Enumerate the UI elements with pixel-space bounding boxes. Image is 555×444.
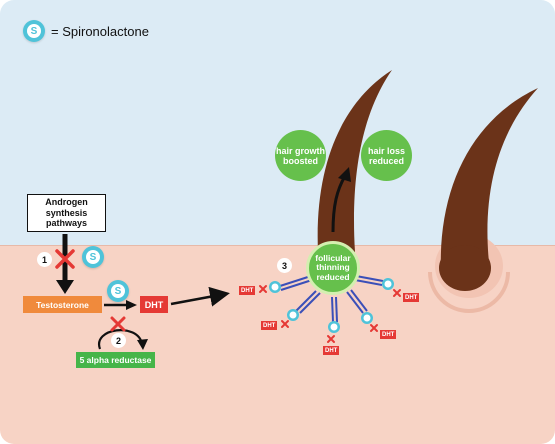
skin-surface-line xyxy=(0,245,555,246)
receptor-3 xyxy=(331,296,338,323)
dht-label: DHT xyxy=(323,346,340,355)
receptors xyxy=(279,275,384,323)
receptor-5 xyxy=(354,275,384,286)
spironolactone-icon-letter: S xyxy=(111,284,125,298)
spironolactone-icon: S xyxy=(82,246,104,268)
legend: S = Spironolactone xyxy=(23,20,149,42)
inhibition-marks xyxy=(55,249,401,343)
follicular-thinning-bubble: follicular thinning reduced xyxy=(306,241,360,295)
hair-follicle-center xyxy=(317,70,392,252)
spironolactone-icon: S xyxy=(23,20,45,42)
dht-label: DHT xyxy=(261,321,278,330)
spironolactone-bound xyxy=(269,278,394,333)
receptor-4 xyxy=(346,289,368,314)
step-1-label: 1 xyxy=(37,252,52,267)
receptor-1 xyxy=(279,275,313,291)
testosterone-box: Testosterone xyxy=(23,296,102,313)
dht-label: DHT xyxy=(403,293,420,302)
hair-loss-bubble: hair loss reduced xyxy=(361,130,412,181)
receptor-2 xyxy=(295,290,321,314)
legend-text: = Spironolactone xyxy=(51,23,149,39)
hair-growth-bubble: hair growth boosted xyxy=(275,130,326,181)
dht-box: DHT xyxy=(140,296,168,313)
step-2-label: 2 xyxy=(111,333,126,348)
dht-label: DHT xyxy=(380,330,397,339)
spironolactone-icon-letter: S xyxy=(86,250,100,264)
5-alpha-reductase-box: 5 alpha reductase xyxy=(76,352,155,368)
dht-label: DHT xyxy=(239,286,256,295)
step-3-label: 3 xyxy=(277,258,292,273)
hair-follicle-right xyxy=(428,88,538,313)
spironolactone-icon-letter: S xyxy=(27,24,41,38)
androgen-pathways-box: Androgen synthesis pathways xyxy=(27,194,106,232)
spironolactone-icon: S xyxy=(107,280,129,302)
